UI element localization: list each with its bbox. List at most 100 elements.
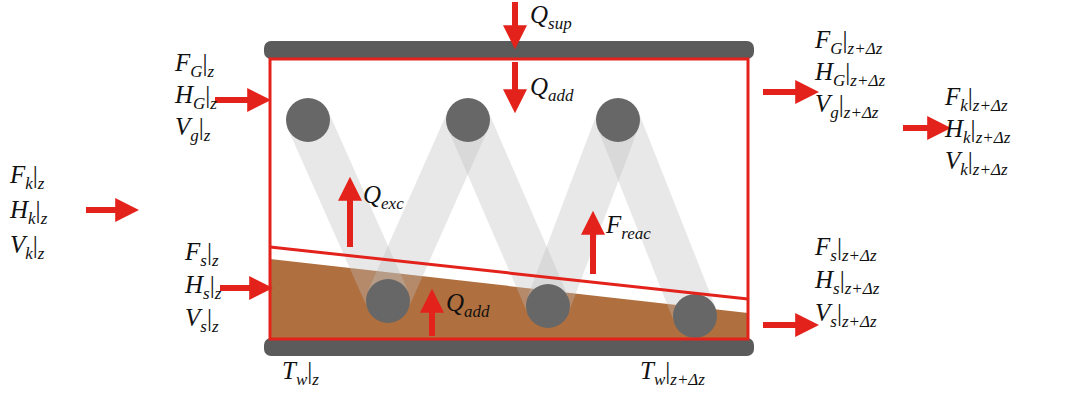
label-part: F (185, 238, 200, 265)
label-part: H (945, 115, 963, 142)
label-part: | (837, 299, 842, 326)
top-wall (264, 41, 754, 59)
variable-label: Vg|z+Δz (815, 89, 878, 119)
variable-label: Qsup (530, 0, 572, 30)
label-part: H (175, 81, 193, 108)
variable-label: Qexc (363, 180, 404, 210)
label-part: V (10, 231, 25, 258)
variable-label: FG|z+Δz (815, 25, 882, 55)
label-part: | (207, 304, 212, 331)
label-part: F (606, 211, 621, 238)
variable-label: Vk|z+Δz (945, 146, 1008, 176)
label-part: w (296, 370, 307, 389)
label-part: Q (530, 73, 548, 100)
label-part: | (205, 81, 210, 108)
variable-label: Hk|z+Δz (945, 114, 1010, 144)
label-part: G (193, 94, 205, 113)
label-part: V (815, 90, 830, 117)
variable-label: Fs|z+Δz (815, 232, 877, 262)
label-part: | (843, 26, 848, 53)
label-part: F (175, 49, 190, 76)
label-part: w (654, 370, 665, 389)
variable-label: HG|z (175, 80, 217, 110)
label-part: s (830, 312, 837, 331)
label-part: F (815, 26, 830, 53)
label-part: k (28, 209, 36, 228)
label-part: z+Δz (848, 39, 883, 58)
label-part: z+Δz (842, 312, 877, 331)
label-part: z (38, 174, 45, 193)
label-part: z+Δz (845, 279, 880, 298)
label-part: | (968, 147, 973, 174)
label-part: | (307, 357, 312, 384)
label-part: | (207, 238, 212, 265)
label-part: z+Δz (670, 370, 705, 389)
label-part: z (212, 251, 219, 270)
label-part: Q (530, 1, 548, 28)
label-part: z+Δz (850, 71, 885, 90)
label-part: z (38, 244, 45, 263)
label-part: k (25, 244, 33, 263)
label-part: G (190, 62, 202, 81)
label-part: | (665, 357, 670, 384)
variable-label: FG|z (175, 48, 214, 78)
label-part: Q (363, 181, 381, 208)
label-part: H (815, 266, 833, 293)
label-part: z+Δz (844, 103, 879, 122)
label-part: H (10, 196, 28, 223)
label-part: | (845, 58, 850, 85)
variable-label: HG|z+Δz (815, 57, 885, 87)
lifter-circles (286, 98, 717, 338)
label-part: sup (548, 14, 572, 33)
label-part: k (25, 174, 33, 193)
variable-label: Fs|z (185, 237, 219, 267)
variable-label: Vs|z (185, 303, 219, 333)
label-part: V (815, 299, 830, 326)
variable-label: Fk|z (10, 160, 44, 190)
label-part: k (960, 96, 968, 115)
label-part: z+Δz (976, 128, 1011, 147)
label-part: z (204, 126, 211, 145)
variable-label: Hs|z (185, 270, 221, 300)
label-part: | (33, 231, 38, 258)
label-part: F (10, 161, 25, 188)
label-part: G (830, 39, 842, 58)
label-part: z (210, 94, 217, 113)
label-part: Q (446, 289, 464, 316)
label-part: V (185, 304, 200, 331)
label-part: g (830, 103, 839, 122)
label-part: z (212, 317, 219, 336)
label-part: z+Δz (973, 96, 1008, 115)
variable-label: Tw|z (282, 356, 319, 386)
label-part: | (210, 271, 215, 298)
label-part: | (199, 113, 204, 140)
label-part: | (203, 49, 208, 76)
label-part: | (36, 196, 41, 223)
label-part: G (833, 71, 845, 90)
label-part: exc (381, 194, 404, 213)
variable-label: Vk|z (10, 230, 44, 260)
label-part: z (208, 62, 215, 81)
label-part: | (837, 233, 842, 260)
label-part: F (945, 83, 960, 110)
label-part: V (175, 113, 190, 140)
bottom-wall (264, 338, 754, 356)
label-part: | (968, 83, 973, 110)
label-part: reac (621, 224, 651, 243)
label-part: V (945, 147, 960, 174)
label-part: s (200, 317, 207, 336)
label-part: H (185, 271, 203, 298)
label-part: add (548, 86, 574, 105)
label-part: | (840, 266, 845, 293)
variable-label: Hs|z+Δz (815, 265, 879, 295)
variable-label: Vg|z (175, 112, 210, 142)
label-part: | (839, 90, 844, 117)
label-part: k (963, 128, 971, 147)
label-part: z (215, 284, 222, 303)
label-part: z (312, 370, 319, 389)
label-part: F (815, 233, 830, 260)
label-part: s (203, 284, 210, 303)
label-part: | (33, 161, 38, 188)
label-part: s (833, 279, 840, 298)
